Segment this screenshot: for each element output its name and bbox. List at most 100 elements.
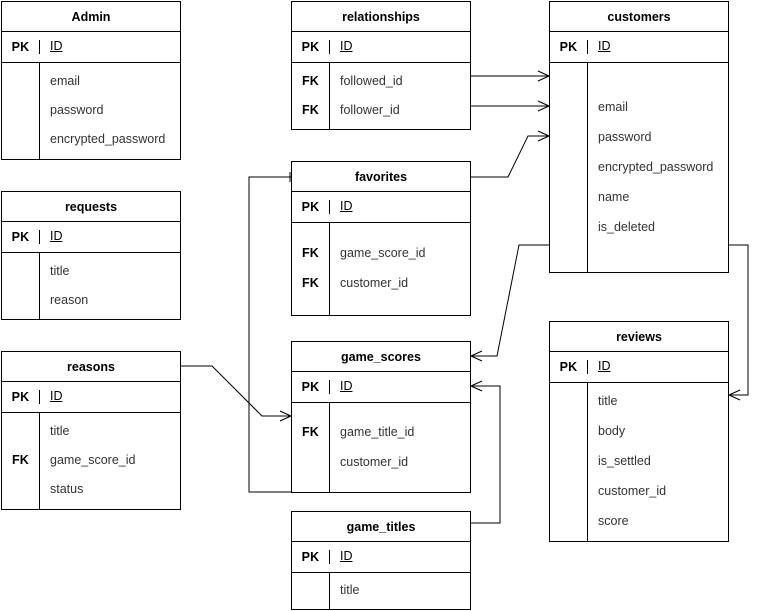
entity-title-reasons: reasons [2,352,180,382]
entity-title-reviews: reviews [550,322,728,352]
pk-field-cell-customers: ID [587,39,728,54]
attribute-name-reasons-1: game_score_id [50,453,136,468]
pk-label-reviews: PK [559,360,578,374]
entity-title-customers: customers [550,2,728,32]
pk-label-reasons: PK [11,390,30,404]
pk-field-requests: ID [50,229,63,244]
attribute-keys-customers [550,63,587,272]
entity-title-game_titles: game_titles [292,512,470,542]
attribute-name-admin-1: password [50,103,104,118]
pk-field-cell-game_scores: ID [329,379,470,394]
attribute-name-favorites-0: game_score_id [340,246,426,261]
pk-label-requests: PK [11,230,30,244]
crowsfoot-prong-2-gametitles-gamescores [470,385,483,392]
attribute-name-reviews-2: is_settled [598,454,651,469]
attribute-name-relationships-0: followed_id [340,73,403,88]
crowsfoot-prong-0-gametitles-gamescores [470,380,483,387]
attribute-name-customers-2: encrypted_password [598,159,714,174]
crowsfoot-prong-2-reasons-gamescores [279,415,292,422]
pk-row-reasons: PK ID [2,382,180,413]
pk-label-customers: PK [559,40,578,54]
attribute-names-favorites: game_score_id customer_id [329,223,470,315]
crowsfoot-prong-2-customers-reviews [728,394,741,401]
attribute-keys-reasons: FK [2,413,39,509]
attribute-keys-game_titles [292,573,329,609]
attribute-name-reviews-0: title [598,394,618,409]
attribute-name-favorites-1: customer_id [340,276,409,291]
crowsfoot-prong-2-relationships-follower-customers [537,105,550,112]
pk-field-cell-game_titles: ID [329,549,470,564]
pk-field-cell-reviews: ID [587,359,728,374]
crowsfoot-prong-0-customers-reviews [728,389,741,396]
pk-field-cell-favorites: ID [329,199,470,214]
relationship-relationships-follower-customers [471,100,551,112]
attribute-name-game_titles-0: title [340,583,360,598]
attribute-name-admin-0: email [50,73,80,88]
attributes-game_titles: title [292,573,470,609]
relationship-reasons-gamescores [181,365,293,422]
attribute-key-favorites-1: FK [301,276,320,291]
pk-field-favorites: ID [340,199,353,214]
relationship-line-customers-reviews [729,244,749,396]
pk-field-cell-requests: ID [39,229,180,244]
attribute-key-relationships-0: FK [301,73,320,88]
relationship-line-customers-gamescores [471,244,549,357]
pk-row-favorites: PK ID [292,192,470,223]
relationship-line-gametitles-gamescores [471,385,501,524]
attribute-keys-game_scores: FK [292,403,329,492]
relationship-line-favorites-customers [471,135,549,178]
attribute-name-requests-0: title [50,263,70,278]
attribute-keys-admin [2,63,39,159]
pk-field-reasons: ID [50,389,63,404]
pk-label-relationships: PK [301,40,320,54]
relationship-relationships-followed-customers [471,70,551,82]
crowsfoot-prong-0-relationships-followed-customers [537,70,550,77]
entity-title-admin: Admin [2,2,180,32]
entity-title-favorites: favorites [292,162,470,192]
attribute-name-customers-0: email [598,99,628,114]
pk-field-relationships: ID [340,39,353,54]
pk-field-game_scores: ID [340,379,353,394]
attribute-names-game_titles: title [329,573,470,609]
pk-row-reviews: PK ID [550,352,728,383]
relationship-gametitles-gamescores [469,380,501,524]
pk-row-relationships: PK ID [292,32,470,63]
attribute-key-game_scores-0: FK [301,424,320,439]
attribute-name-reviews-3: customer_id [598,484,667,499]
attribute-keys-requests [2,253,39,319]
pk-label-favorites: PK [301,200,320,214]
attribute-name-game_scores-1: customer_id [340,454,409,469]
attribute-name-customers-3: name [598,189,630,204]
entity-title-game_scores: game_scores [292,342,470,372]
crowsfoot-prong-0-reasons-gamescores [279,410,292,417]
crowsfoot-prong-2-favorites-customers [537,135,550,142]
attribute-name-reasons-0: title [50,423,70,438]
entity-title-requests: requests [2,192,180,222]
